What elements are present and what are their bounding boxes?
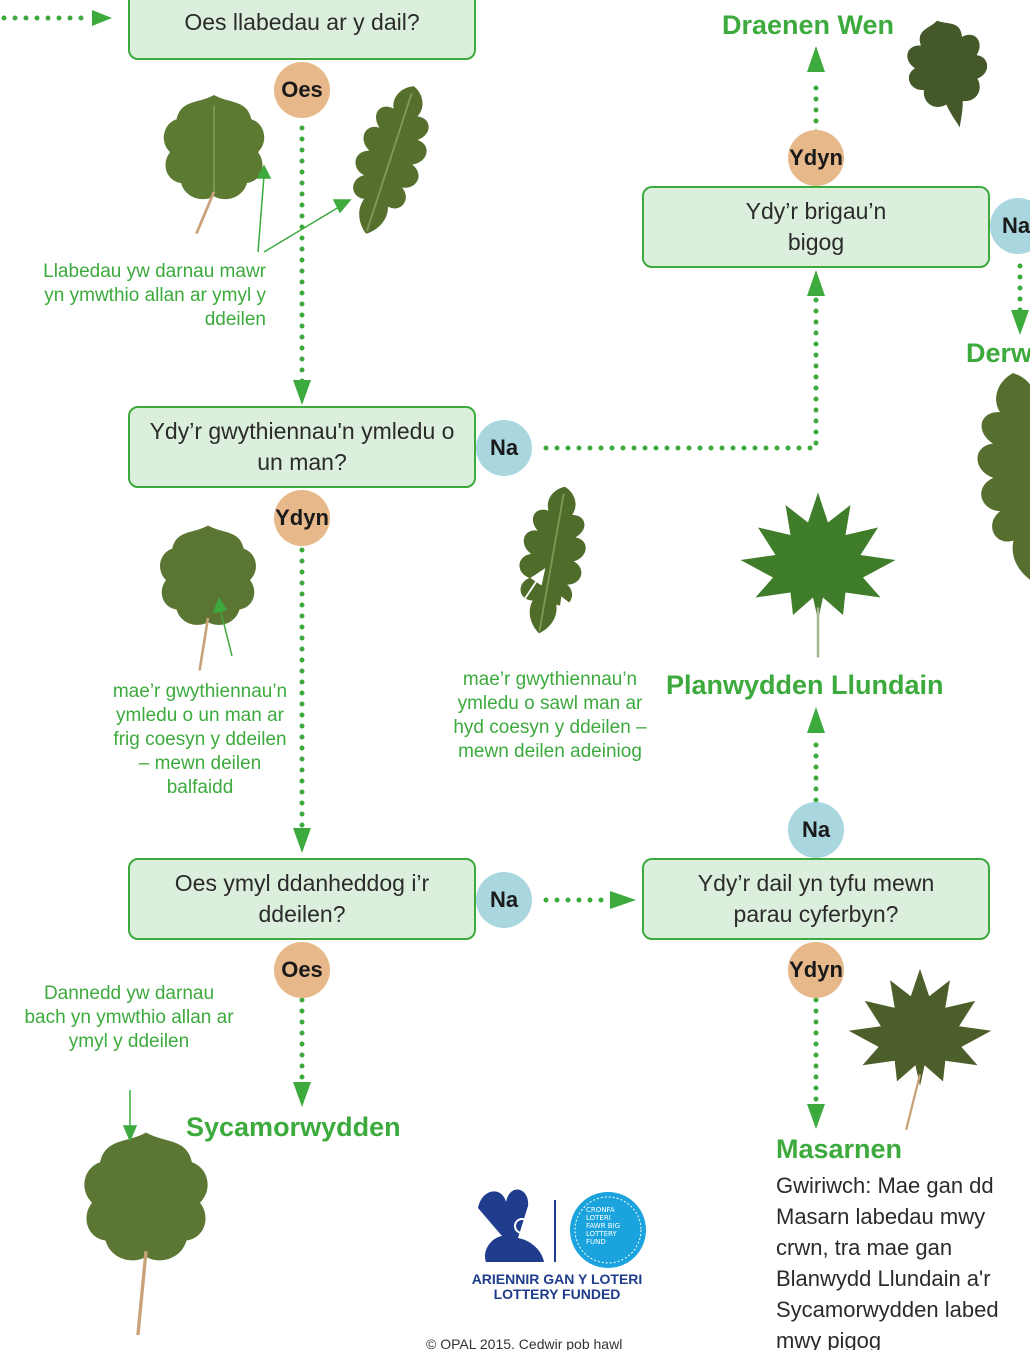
question-veins-text: Ydy’r gwythiennau'n ymledu o un man? — [149, 418, 455, 475]
result-maple: Masarnen — [776, 1134, 903, 1164]
sycamore-leaf-icon — [160, 525, 256, 671]
badge-twigs-no: Na — [990, 198, 1030, 254]
question-twigs: Ydy’r brigau’n bigog — [642, 186, 990, 268]
badge-veins-no: Na — [476, 420, 532, 476]
question-lobes: Oes llabedau ar y dail? — [128, 0, 476, 60]
question-opposite-text: Ydy’r dail yn tyfu mewn parau cyferbyn? — [697, 870, 935, 927]
maple-leaf-icon — [163, 95, 265, 235]
arrowhead-toothed-no — [610, 891, 636, 909]
connector-veins-no — [543, 295, 819, 451]
oak-leaf-icon — [335, 76, 445, 244]
question-toothed-text: Oes ymyl ddanheddog i’r ddeilen? — [174, 870, 430, 927]
note-palmate: mae’r gwythiennau’n ymledu o un man ar f… — [112, 681, 288, 798]
note-teeth: Dannedd yw darnau bach yn ymwthio allan … — [24, 983, 234, 1052]
note-pinnate: mae’r gwythiennau’n ymledu o sawl man ar… — [453, 669, 647, 762]
question-veins: Ydy’r gwythiennau'n ymledu o un man? — [128, 406, 476, 488]
arrowhead-toothed-yes — [293, 1082, 311, 1107]
badge-veins-yes: Ydyn — [274, 490, 330, 546]
arrowhead-opposite-no — [807, 707, 825, 733]
note-lobes: Llabedau yw darnau mawr yn ymwthio allan… — [43, 261, 266, 330]
question-lobes-text: Oes llabedau ar y dail? — [184, 8, 420, 35]
badge-opposite-yes: Ydyn — [788, 942, 844, 998]
badge-toothed-yes: Oes — [274, 942, 330, 998]
question-twigs-text: Ydy’r brigau’n bigog — [745, 198, 887, 255]
oak-leaf-icon — [508, 481, 596, 639]
arrowhead-entry — [92, 10, 112, 26]
question-opposite: Ydy’r dail yn tyfu mewn parau cyferbyn? — [642, 858, 990, 940]
question-toothed: Oes ymyl ddanheddog i’r ddeilen? — [128, 858, 476, 940]
lottery-funded-en: LOTTERY FUNDED — [493, 1286, 621, 1302]
arrowhead-veins-yes — [293, 828, 311, 853]
hawthorn-leaf-icon — [898, 12, 999, 136]
plane-leaf-icon — [740, 492, 896, 658]
arrowhead-twigs-yes — [807, 46, 825, 72]
badge-opposite-no: Na — [788, 802, 844, 858]
copyright: © OPAL 2015. Cedwir pob hawl — [426, 1336, 623, 1350]
lottery-hands-icon — [478, 1189, 544, 1262]
check-note: Gwiriwch: Mae gan dd Masarn labedau mwy … — [776, 1173, 999, 1350]
lottery-funded-text: ARIENNIR GAN Y LOTERI LOTTERY FUNDED — [460, 1272, 654, 1302]
sycamore-leaf-icon — [84, 1132, 208, 1336]
result-sycamore: Sycamorwydden — [186, 1112, 401, 1142]
lottery-badge-label: CRONFA LOTERI FAWR BIG LOTTERY FUND — [586, 1206, 621, 1246]
badge-toothed-no: Na — [476, 872, 532, 928]
maple-leaf-icon — [848, 968, 992, 1130]
lottery-funded-cy: ARIENNIR GAN Y LOTERI — [471, 1271, 643, 1287]
arrowhead-lobes-yes — [293, 380, 311, 405]
result-hawthorn: Draenen Wen — [722, 10, 895, 40]
badge-lobes-yes: Oes — [274, 62, 330, 118]
badge-twigs-yes: Ydyn — [788, 130, 844, 186]
big-lottery-badge-icon — [570, 1192, 646, 1268]
result-plane: Planwydden Llundain — [666, 670, 944, 700]
arrowhead-opposite-yes — [807, 1104, 825, 1129]
oak-leaf-icon — [968, 368, 1030, 588]
arrowhead-veins-no — [807, 270, 825, 296]
result-oak: Derw — [966, 338, 1030, 368]
arrowhead-twigs-no — [1011, 310, 1029, 335]
